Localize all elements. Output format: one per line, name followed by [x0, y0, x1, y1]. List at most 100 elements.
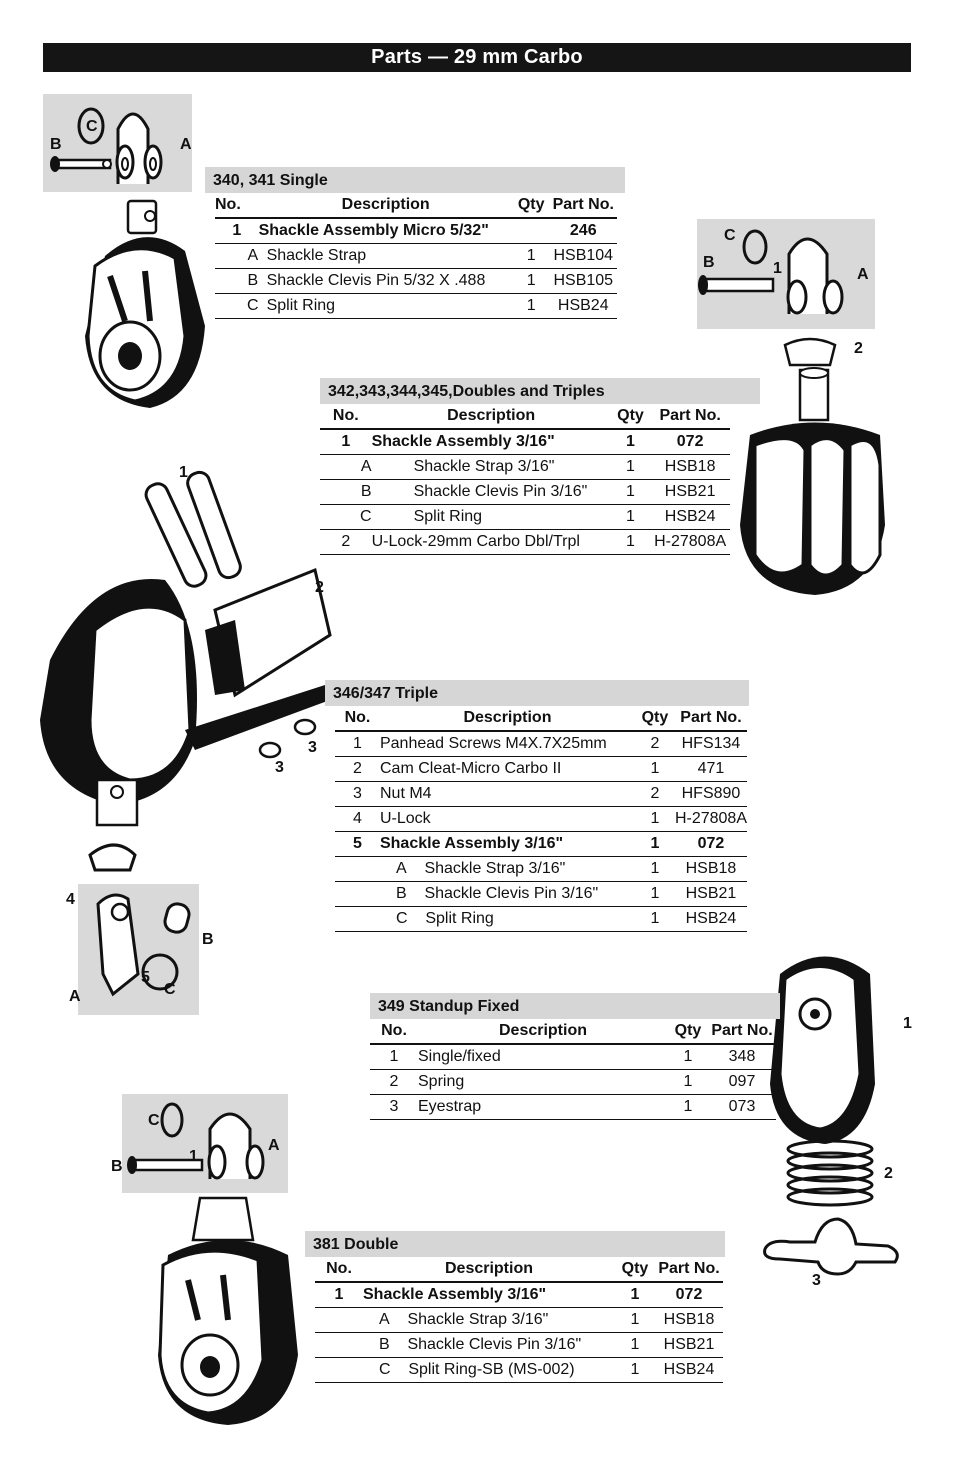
row-part-no: HSB24 — [674, 906, 747, 932]
row-description: Panhead Screws M4X.7X25mm — [379, 731, 635, 757]
row-part-no: HSB105 — [549, 268, 617, 294]
table-row: 1 Panhead Screws M4X.7X25mm 2 HFS134 — [335, 731, 747, 757]
row-qty: 1 — [610, 529, 651, 555]
row-description: Shackle Assembly 3/16" — [363, 1282, 615, 1308]
row-qty: 1 — [668, 1094, 708, 1120]
row-description: Single/fixed — [418, 1044, 668, 1070]
row-description: A Shackle Strap 3/16" — [379, 856, 635, 882]
shackle-kit-illustration-381 — [127, 1102, 265, 1180]
callout-5-346: 5 — [141, 969, 150, 986]
row-qty: 1 — [634, 881, 675, 907]
row-description-text: Shackle Strap 3/16" — [407, 1311, 549, 1328]
callout-b-342: B — [703, 254, 715, 271]
parts-table-346: 346/347 Triple No. Description Qty Part … — [325, 680, 749, 932]
row-no: A — [379, 1311, 390, 1328]
col-header-no: No. — [315, 1257, 363, 1283]
row-qty: 1 — [610, 504, 651, 530]
row-no: A — [215, 243, 259, 269]
table-row: A Shackle Strap 3/16" 1 HSB18 — [320, 454, 730, 480]
row-qty: 1 — [634, 906, 675, 932]
triple-cam-block-illustration-346 — [40, 470, 332, 872]
row-description-text: Split Ring — [425, 910, 494, 927]
row-description: B Shackle Clevis Pin 3/16" — [379, 881, 635, 907]
row-part-no: 097 — [708, 1069, 776, 1095]
row-part-no: HSB104 — [549, 243, 617, 269]
row-qty: 2 — [634, 781, 675, 807]
table-row: B Shackle Clevis Pin 3/16" 1 HSB21 — [335, 881, 747, 907]
callout-b-381: B — [111, 1158, 123, 1175]
table-title: 346/347 Triple — [325, 680, 749, 706]
callout-a-381: A — [268, 1137, 280, 1154]
single-block-illustration-340 — [85, 199, 205, 408]
table-row: A Shackle Strap 3/16" 1 HSB18 — [335, 856, 747, 882]
callout-1-342: 1 — [773, 260, 782, 277]
table-row: C Split Ring 1 HSB24 — [215, 293, 617, 319]
row-description-text: Shackle Clevis Pin 3/16" — [424, 885, 599, 902]
callout-c-381: C — [148, 1112, 160, 1129]
row-qty: 1 — [615, 1282, 655, 1308]
row-qty: 1 — [615, 1357, 655, 1383]
row-no: C — [320, 504, 372, 530]
row-qty: 1 — [634, 831, 675, 857]
col-header-description: Description — [258, 193, 513, 219]
row-description: A Shackle Strap 3/16" — [363, 1307, 615, 1333]
col-header-no: No. — [215, 193, 259, 219]
col-header-part-no: Part No. — [650, 404, 730, 430]
row-part-no: 073 — [708, 1094, 776, 1120]
callout-1-381: 1 — [189, 1148, 198, 1165]
callout-1-349: 1 — [903, 1015, 912, 1032]
table-row: A Shackle Strap 3/16" 1 HSB18 — [315, 1307, 723, 1333]
row-no: 3 — [335, 781, 380, 807]
row-description: Shackle Assembly Micro 5/32" — [258, 218, 513, 244]
col-header-qty: Qty — [634, 706, 675, 732]
row-part-no: HSB18 — [650, 454, 730, 480]
page-title: Parts — 29 mm Carbo — [43, 43, 911, 72]
col-header-no: No. — [335, 706, 380, 732]
triple-block-illustration-342 — [740, 337, 885, 595]
parts-table-381: 381 Double No. Description Qty Part No. … — [305, 1231, 725, 1383]
table-row: C Split Ring 1 HSB24 — [320, 504, 730, 530]
callout-2-346: 2 — [315, 579, 324, 596]
table-title: 381 Double — [305, 1231, 725, 1257]
table-row: 4 U-Lock 1 H-27808A — [335, 806, 747, 832]
table-row: 2 Cam Cleat-Micro Carbo II 1 471 — [335, 756, 747, 782]
double-block-illustration-381 — [158, 1196, 298, 1425]
row-part-no: HFS890 — [674, 781, 747, 807]
table-row: B Shackle Clevis Pin 5/32 X .488 1 HSB10… — [215, 268, 617, 294]
row-description: Shackle Assembly 3/16" — [371, 429, 611, 455]
row-part-no: H-27808A — [650, 529, 730, 555]
row-description: Split Ring — [258, 293, 513, 319]
col-header-description: Description — [418, 1019, 668, 1045]
row-description: U-Lock-29mm Carbo Dbl/Trpl — [371, 529, 611, 555]
row-qty: 1 — [610, 429, 651, 455]
row-qty: 1 — [512, 293, 550, 319]
row-part-no: HSB21 — [655, 1332, 723, 1358]
row-no: 2 — [370, 1069, 418, 1095]
parts-table-349: 349 Standup Fixed No. Description Qty Pa… — [370, 993, 780, 1120]
row-qty: 1 — [634, 856, 675, 882]
col-header-part-no: Part No. — [708, 1019, 776, 1045]
col-header-part-no: Part No. — [674, 706, 747, 732]
row-no: 1 — [320, 429, 372, 455]
table-title: 342,343,344,345,Doubles and Triples — [320, 378, 760, 404]
row-no: 2 — [320, 529, 372, 555]
row-description: C Split Ring-SB (MS-002) — [363, 1357, 615, 1383]
row-part-no: HSB18 — [674, 856, 747, 882]
row-qty: 1 — [668, 1069, 708, 1095]
row-description: Shackle Assembly 3/16" — [379, 831, 635, 857]
row-part-no: HSB24 — [655, 1357, 723, 1383]
row-qty: 1 — [615, 1307, 655, 1333]
table-row: A Shackle Strap 1 HSB104 — [215, 243, 617, 269]
col-header-description: Description — [379, 706, 635, 732]
row-no: 1 — [370, 1044, 418, 1070]
row-part-no: HSB24 — [549, 293, 617, 319]
table-row: C Split Ring 1 HSB24 — [335, 906, 747, 932]
row-part-no: 348 — [708, 1044, 776, 1070]
row-no: 1 — [215, 218, 259, 244]
callout-c-340: C — [86, 118, 98, 135]
row-no: C — [215, 293, 259, 319]
row-no: B — [379, 1336, 390, 1353]
shackle-kit-illustration-340 — [50, 107, 163, 184]
parts-table-340: 340, 341 Single No. Description Qty Part… — [205, 167, 625, 319]
row-no: 3 — [370, 1094, 418, 1120]
